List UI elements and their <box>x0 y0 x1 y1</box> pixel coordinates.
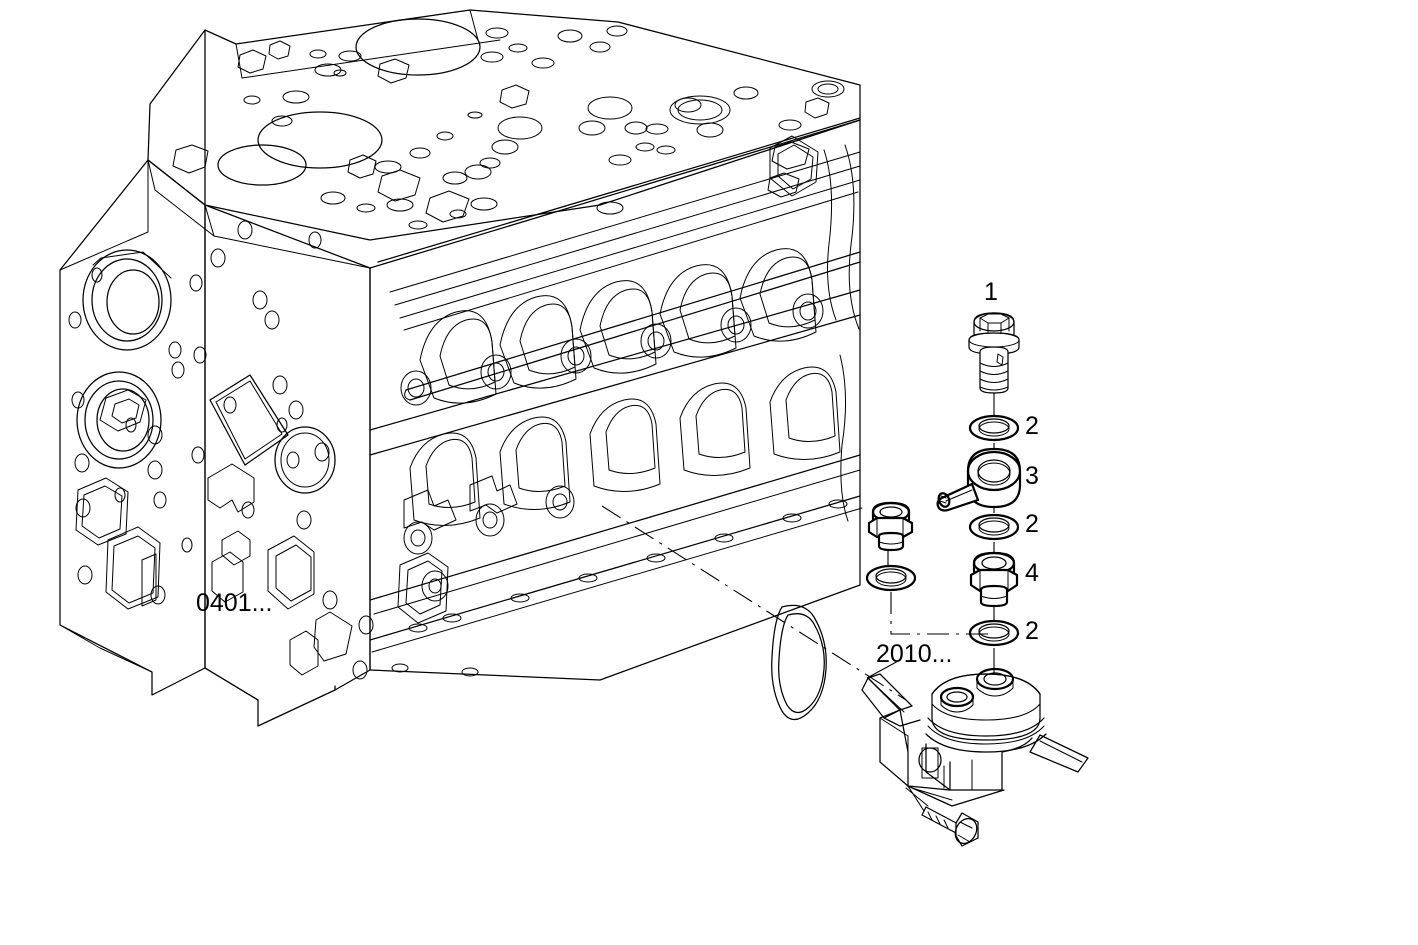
bolt-leader-line <box>907 785 925 812</box>
callout-number-2-upper: 2 <box>1025 412 1039 440</box>
block-group-label: 0401... <box>196 589 272 617</box>
pump-group-bracket <box>890 592 994 635</box>
part-sealing-washer-middle <box>968 513 1020 541</box>
pump-mounting-centerline <box>601 505 907 701</box>
callout-number-2-middle: 2 <box>1025 510 1039 538</box>
callout-number-4: 4 <box>1025 559 1039 587</box>
cylinder-block <box>59 9 863 727</box>
part-sealing-washer-lower <box>968 619 1020 647</box>
part-hollow-screw <box>969 551 1019 608</box>
part-sealing-washer-upper <box>968 414 1020 442</box>
part-banjo-bolt <box>968 312 1020 394</box>
part-pump-mounting-bolt <box>905 787 979 847</box>
part-banjo-union-fitting <box>936 447 1022 512</box>
part-side-washer <box>865 564 917 592</box>
fuel-feed-pump <box>861 667 1089 807</box>
pump-gasket <box>771 604 827 721</box>
callout-number-2-lower: 2 <box>1025 617 1039 645</box>
callout-number-1: 1 <box>984 278 998 306</box>
part-side-union-screw <box>867 501 914 552</box>
pump-group-label: 2010... <box>876 640 952 668</box>
pump-leader-line <box>866 659 901 679</box>
callout-number-3: 3 <box>1025 462 1039 490</box>
